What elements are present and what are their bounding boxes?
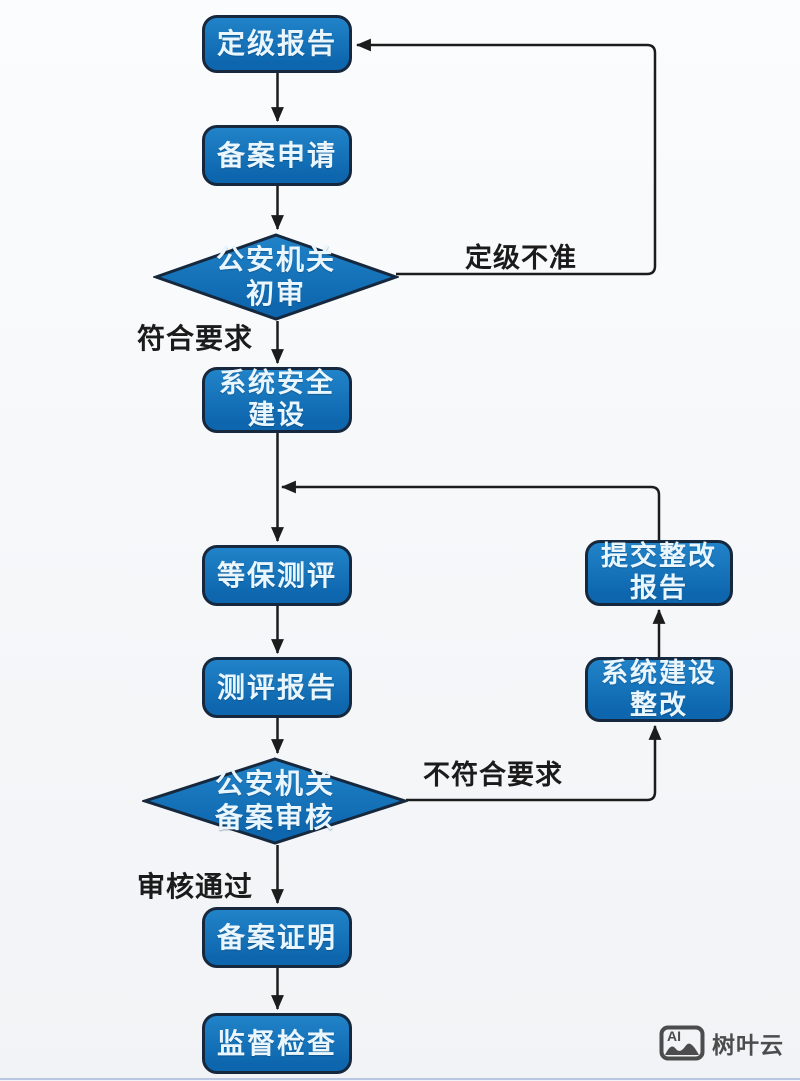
edge-label-review-passed: 审核通过 [137, 871, 254, 902]
edge-label-not-meets-requirements: 不符合要求 [423, 760, 563, 790]
node-level-protection-evaluation: 等保测评 [202, 545, 352, 606]
decision-police-initial-review-label: 公安机关 初审 [215, 244, 336, 309]
decision-police-filing-review-label: 公安机关 备案审核 [214, 768, 335, 833]
edge-loop-grading-not-approved [355, 38, 657, 276]
edge-rectification-report-merge [280, 480, 661, 540]
node-system-security-construction: 系统安全 建设 [202, 367, 352, 433]
watermark-logo: AI 树叶云 [659, 1025, 784, 1061]
bottom-border-strip [0, 1078, 800, 1080]
watermark-text: 树叶云 [712, 1032, 784, 1058]
edge-label-meets-requirements: 符合要求 [137, 323, 254, 354]
node-submit-rectification-report: 提交整改 报告 [585, 540, 733, 606]
edge-label-grading-not-approved: 定级不准 [465, 243, 577, 273]
decision-police-initial-review: 公安机关 初审 [153, 233, 399, 321]
decision-police-filing-review: 公安机关 备案审核 [142, 757, 408, 845]
ai-label: AI [667, 1028, 681, 1044]
node-filing-application: 备案申请 [202, 125, 352, 186]
node-supervision-inspection: 监督检查 [202, 1013, 352, 1074]
node-system-construction-rectification: 系统建设 整改 [585, 657, 733, 722]
edge-loop-not-meets-requirements [406, 724, 662, 802]
picture-frame-icon: AI [659, 1025, 705, 1061]
node-grading-report: 定级报告 [202, 15, 352, 73]
node-evaluation-report: 测评报告 [202, 657, 352, 718]
node-filing-certificate: 备案证明 [202, 907, 352, 968]
